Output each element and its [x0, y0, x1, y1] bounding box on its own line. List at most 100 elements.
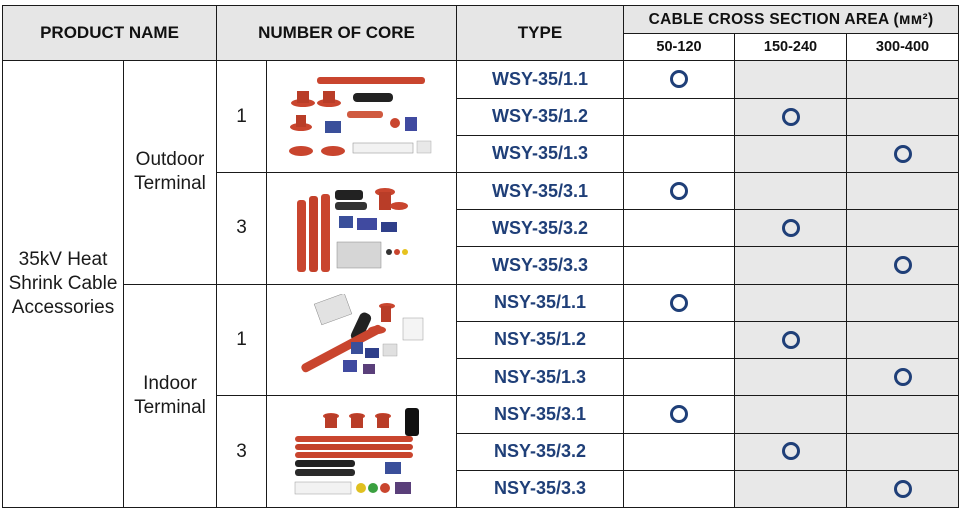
availability-circle-icon [781, 442, 800, 461]
range-cell-50-120 [623, 432, 735, 471]
availability-circle-icon [670, 70, 688, 89]
range-cell-300-400 [845, 97, 960, 136]
range-cell-150-240 [734, 97, 847, 136]
type-cell: NSY-35/1.1 [456, 283, 624, 322]
type-cell: WSY-35/1.1 [456, 60, 624, 99]
type-cell: NSY-35/3.2 [456, 432, 624, 471]
product-name-line: Shrink Cable [8, 273, 118, 295]
type-cell: NSY-35/3.1 [456, 395, 624, 434]
range-cell-150-240 [734, 320, 847, 360]
product-row: NSY-35/3.3 [3, 469, 960, 509]
range-cell-300-400 [845, 171, 960, 211]
range-cell-300-400 [845, 320, 960, 360]
product-row: NSY-35/1.3 [3, 358, 960, 397]
range-cell-50-120 [623, 469, 735, 509]
range-cell-150-240 [734, 358, 847, 397]
availability-circle-icon [893, 368, 912, 387]
availability-circle-icon [893, 479, 912, 498]
product-name-line: Accessories [11, 297, 115, 319]
range-cell-50-120 [623, 320, 735, 360]
range-cell-300-400 [845, 209, 960, 248]
header-range-3: 300-400 [845, 33, 960, 62]
availability-circle-icon [781, 330, 800, 349]
type-cell: WSY-35/3.2 [456, 209, 624, 248]
range-cell-150-240 [734, 246, 847, 285]
range-cell-150-240 [734, 134, 847, 173]
range-cell-150-240 [734, 60, 847, 99]
kit-image-cell [266, 60, 457, 173]
range-cell-300-400 [845, 358, 960, 397]
type-cell: WSY-35/3.3 [456, 246, 624, 285]
availability-circle-icon [781, 107, 800, 126]
indoor-1core-kit-image [300, 293, 423, 374]
terminal-label-line: Outdoor [135, 149, 205, 171]
type-cell: NSY-35/1.3 [456, 358, 624, 397]
product-name-line: 35kV Heat [18, 249, 108, 271]
kit-image-cell [266, 395, 457, 508]
terminal-label-line: Terminal [134, 173, 206, 195]
header-product-name: PRODUCT NAME [2, 4, 217, 62]
range-cell-50-120 [623, 134, 735, 173]
product-row: WSY-35/3.2 [3, 209, 960, 248]
product-spec-table: PRODUCT NAME NUMBER OF CORE TYPE CABLE C… [2, 4, 960, 509]
kit-image-cell [266, 171, 457, 285]
header-number-of-core: NUMBER OF CORE [216, 4, 457, 62]
range-cell-300-400 [845, 469, 960, 509]
range-cell-50-120 [623, 209, 735, 248]
range-cell-50-120 [623, 171, 735, 211]
range-cell-50-120 [623, 246, 735, 285]
type-cell: NSY-35/1.2 [456, 320, 624, 360]
header-range-2: 150-240 [734, 33, 847, 62]
range-cell-300-400 [845, 60, 960, 99]
core-count-cell: 3 [216, 395, 267, 508]
type-cell: WSY-35/1.3 [456, 134, 624, 173]
core-count-cell: 1 [216, 60, 267, 173]
availability-circle-icon [893, 256, 912, 275]
range-cell-50-120 [623, 283, 735, 322]
kit-image-cell [266, 283, 457, 397]
type-cell: WSY-35/3.1 [456, 171, 624, 211]
range-cell-150-240 [734, 209, 847, 248]
core-count-cell: 3 [216, 171, 267, 285]
core-count-cell: 1 [216, 283, 267, 397]
range-cell-50-120 [623, 97, 735, 136]
range-cell-150-240 [734, 395, 847, 434]
availability-circle-icon [670, 293, 688, 312]
product-row: NSY-35/1.2 [3, 320, 960, 360]
header-cross-section-area: CABLE CROSS SECTION AREA (мм²) [622, 4, 960, 35]
range-cell-300-400 [845, 395, 960, 434]
terminal-label-line: Indoor [143, 372, 197, 394]
range-cell-50-120 [623, 395, 735, 434]
product-row: NSY-35/3.2 [3, 432, 960, 471]
range-cell-150-240 [734, 469, 847, 509]
header-range-1: 50-120 [623, 33, 735, 62]
product-row: WSY-35/1.3 [3, 134, 960, 173]
range-cell-150-240 [734, 283, 847, 322]
availability-circle-icon [670, 405, 688, 424]
range-cell-300-400 [845, 246, 960, 285]
outdoor-3core-kit-image [296, 188, 408, 273]
range-cell-150-240 [734, 432, 847, 471]
type-cell: WSY-35/1.2 [456, 97, 624, 136]
product-row: WSY-35/3.3 [3, 246, 960, 285]
availability-circle-icon [670, 181, 688, 200]
availability-circle-icon [781, 219, 800, 238]
header-type: TYPE [456, 4, 624, 62]
product-row: 3 WSY-35/3.1 [3, 171, 960, 285]
availability-circle-icon [893, 144, 912, 163]
terminal-label-line: Terminal [134, 396, 206, 418]
indoor-3core-kit-image [294, 407, 419, 494]
range-cell-300-400 [845, 134, 960, 173]
range-cell-50-120 [623, 358, 735, 397]
range-cell-50-120 [623, 60, 735, 99]
range-cell-300-400 [845, 432, 960, 471]
product-row: WSY-35/1.2 [3, 97, 960, 136]
range-cell-150-240 [734, 171, 847, 211]
outdoor-1core-kit-image [288, 76, 431, 156]
type-cell: NSY-35/3.3 [456, 469, 624, 509]
